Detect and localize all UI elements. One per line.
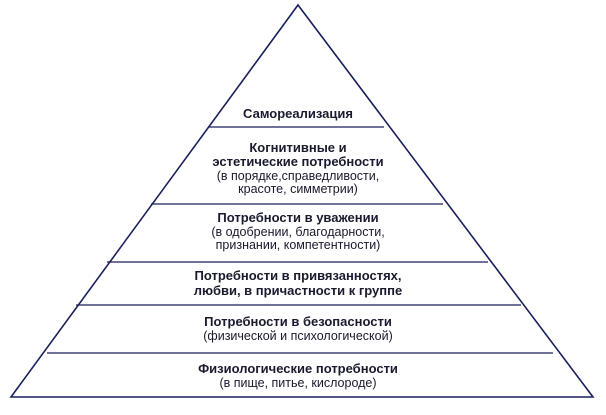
level-cognitive-line-4: красоте, симметрии) (238, 182, 358, 196)
level-esteem-line-2: (в одобрении, благодарности, (211, 225, 384, 239)
level-cognitive-line-3: (в порядке,справедливости, (217, 169, 379, 183)
level-esteem-line-1: Потребности в уважении (217, 210, 378, 225)
level-esteem: Потребности в уважении (в одобрении, бла… (211, 210, 384, 252)
level-self-actualization: Самореализация (243, 106, 353, 121)
level-belonging-line-1: Потребности в привязанностях, (195, 268, 402, 283)
pyramid-outline (9, 3, 595, 398)
level-safety-line-2: (физической и психологической) (203, 329, 392, 343)
level-self-line-1: Самореализация (243, 106, 353, 121)
level-cognitive-line-2: эстетические потребности (212, 154, 383, 169)
level-cognitive-line-1: Когнитивные и (249, 140, 346, 155)
level-belonging: Потребности в привязанностях, любви, в п… (194, 268, 402, 298)
level-physiological: Физиологические потребности (в пище, пит… (198, 361, 398, 390)
level-physio-line-1: Физиологические потребности (198, 361, 398, 376)
level-safety-line-1: Потребности в безопасности (204, 314, 392, 329)
level-cognitive-aesthetic: Когнитивные и эстетические потребности (… (212, 140, 383, 196)
level-safety: Потребности в безопасности (физической и… (203, 314, 392, 343)
level-belonging-line-2: любви, в причастности к группе (194, 283, 402, 298)
level-physio-line-2: (в пище, питье, кислороде) (219, 376, 376, 390)
level-esteem-line-3: признании, компетентности) (216, 238, 381, 252)
